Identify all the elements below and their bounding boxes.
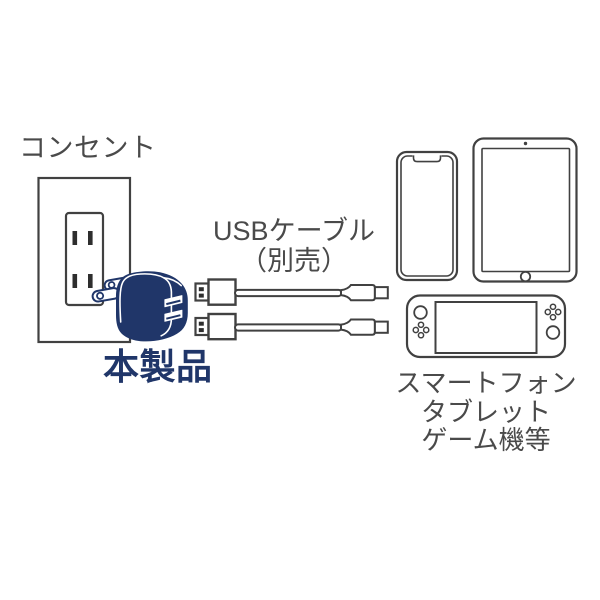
devices-label-line2: タブレット — [420, 396, 551, 427]
console-screen — [434, 301, 538, 354]
outlet-slots — [72, 231, 93, 288]
console-dpad — [412, 321, 430, 339]
game-console-icon — [405, 294, 567, 359]
cable-label-line2: （別売） — [240, 246, 348, 276]
devices-label-line3: ゲーム機等 — [421, 425, 551, 455]
usb-a-tip — [194, 282, 210, 302]
usb-cable-icon — [194, 312, 389, 341]
smartphone-icon — [395, 150, 459, 282]
console-right-stick — [545, 325, 561, 340]
console-buttons — [544, 303, 562, 321]
usb-a-body — [207, 278, 237, 306]
devices-label: スマートフォン タブレット ゲーム機等 — [386, 369, 586, 455]
charger-body — [116, 271, 188, 342]
product-label: 本製品 — [103, 346, 213, 387]
usb-cable-icon — [194, 278, 389, 306]
tablet-camera-dot — [523, 141, 528, 146]
tablet-icon — [472, 137, 578, 283]
device-plug-body — [340, 284, 376, 302]
device-plug-tip — [373, 286, 389, 300]
tablet-home-button — [519, 270, 532, 283]
wall-outlet-illustration — [37, 176, 132, 344]
charger-ridge-highlight — [163, 277, 182, 287]
cable-label: USBケーブル （別売） — [194, 216, 394, 276]
usb-port-icons — [164, 295, 183, 322]
cable-label-line1: USBケーブル — [213, 216, 375, 246]
console-left-stick — [413, 305, 428, 320]
devices-label-line1: スマートフォン — [395, 368, 577, 398]
outlet-label: コンセント — [19, 133, 157, 163]
cable-cord — [234, 288, 343, 298]
phone-notch — [412, 155, 442, 163]
usb-charger-illustration — [91, 271, 188, 342]
plug-prong-lower-icon — [91, 287, 121, 303]
